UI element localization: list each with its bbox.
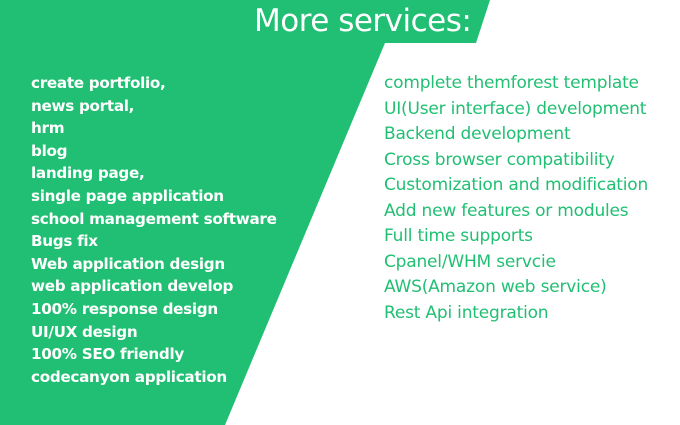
service-item: Cross browser compatibility [384, 149, 615, 170]
service-item: Customization and modification [384, 175, 649, 195]
service-item: UI(User interface) development [384, 98, 647, 119]
service-item: 100% SEO friendly [31, 345, 185, 364]
service-item: Full time supports [384, 226, 533, 246]
service-item: Add new features or modules [384, 200, 629, 221]
service-item: Web application design [31, 254, 225, 273]
left-services-list: create portfolio, news portal, hrm blog … [31, 72, 277, 388]
service-item: create portfolio, [31, 74, 166, 92]
service-item: blog [31, 141, 68, 160]
service-item: codecanyon application [31, 367, 227, 386]
service-item: landing page, [31, 164, 145, 183]
service-item: news portal, [31, 96, 135, 115]
service-item: Cpanel/WHM servcie [384, 251, 556, 272]
service-item: single page application [31, 186, 224, 205]
page-title: More services: [254, 3, 472, 39]
service-item: Rest Api integration [384, 302, 549, 323]
service-item: web application develop [31, 277, 234, 296]
service-item: school management software [31, 209, 277, 228]
service-item: UI/UX design [31, 322, 138, 341]
service-item: AWS(Amazon web service) [384, 277, 607, 297]
right-services-list: complete themforest template UI(User int… [384, 71, 648, 326]
service-item: Bugs fix [31, 232, 98, 251]
service-item: complete themforest template [384, 73, 639, 93]
service-item: Backend development [384, 124, 571, 144]
service-item: hrm [31, 119, 65, 138]
service-item: 100% response design [31, 299, 218, 318]
